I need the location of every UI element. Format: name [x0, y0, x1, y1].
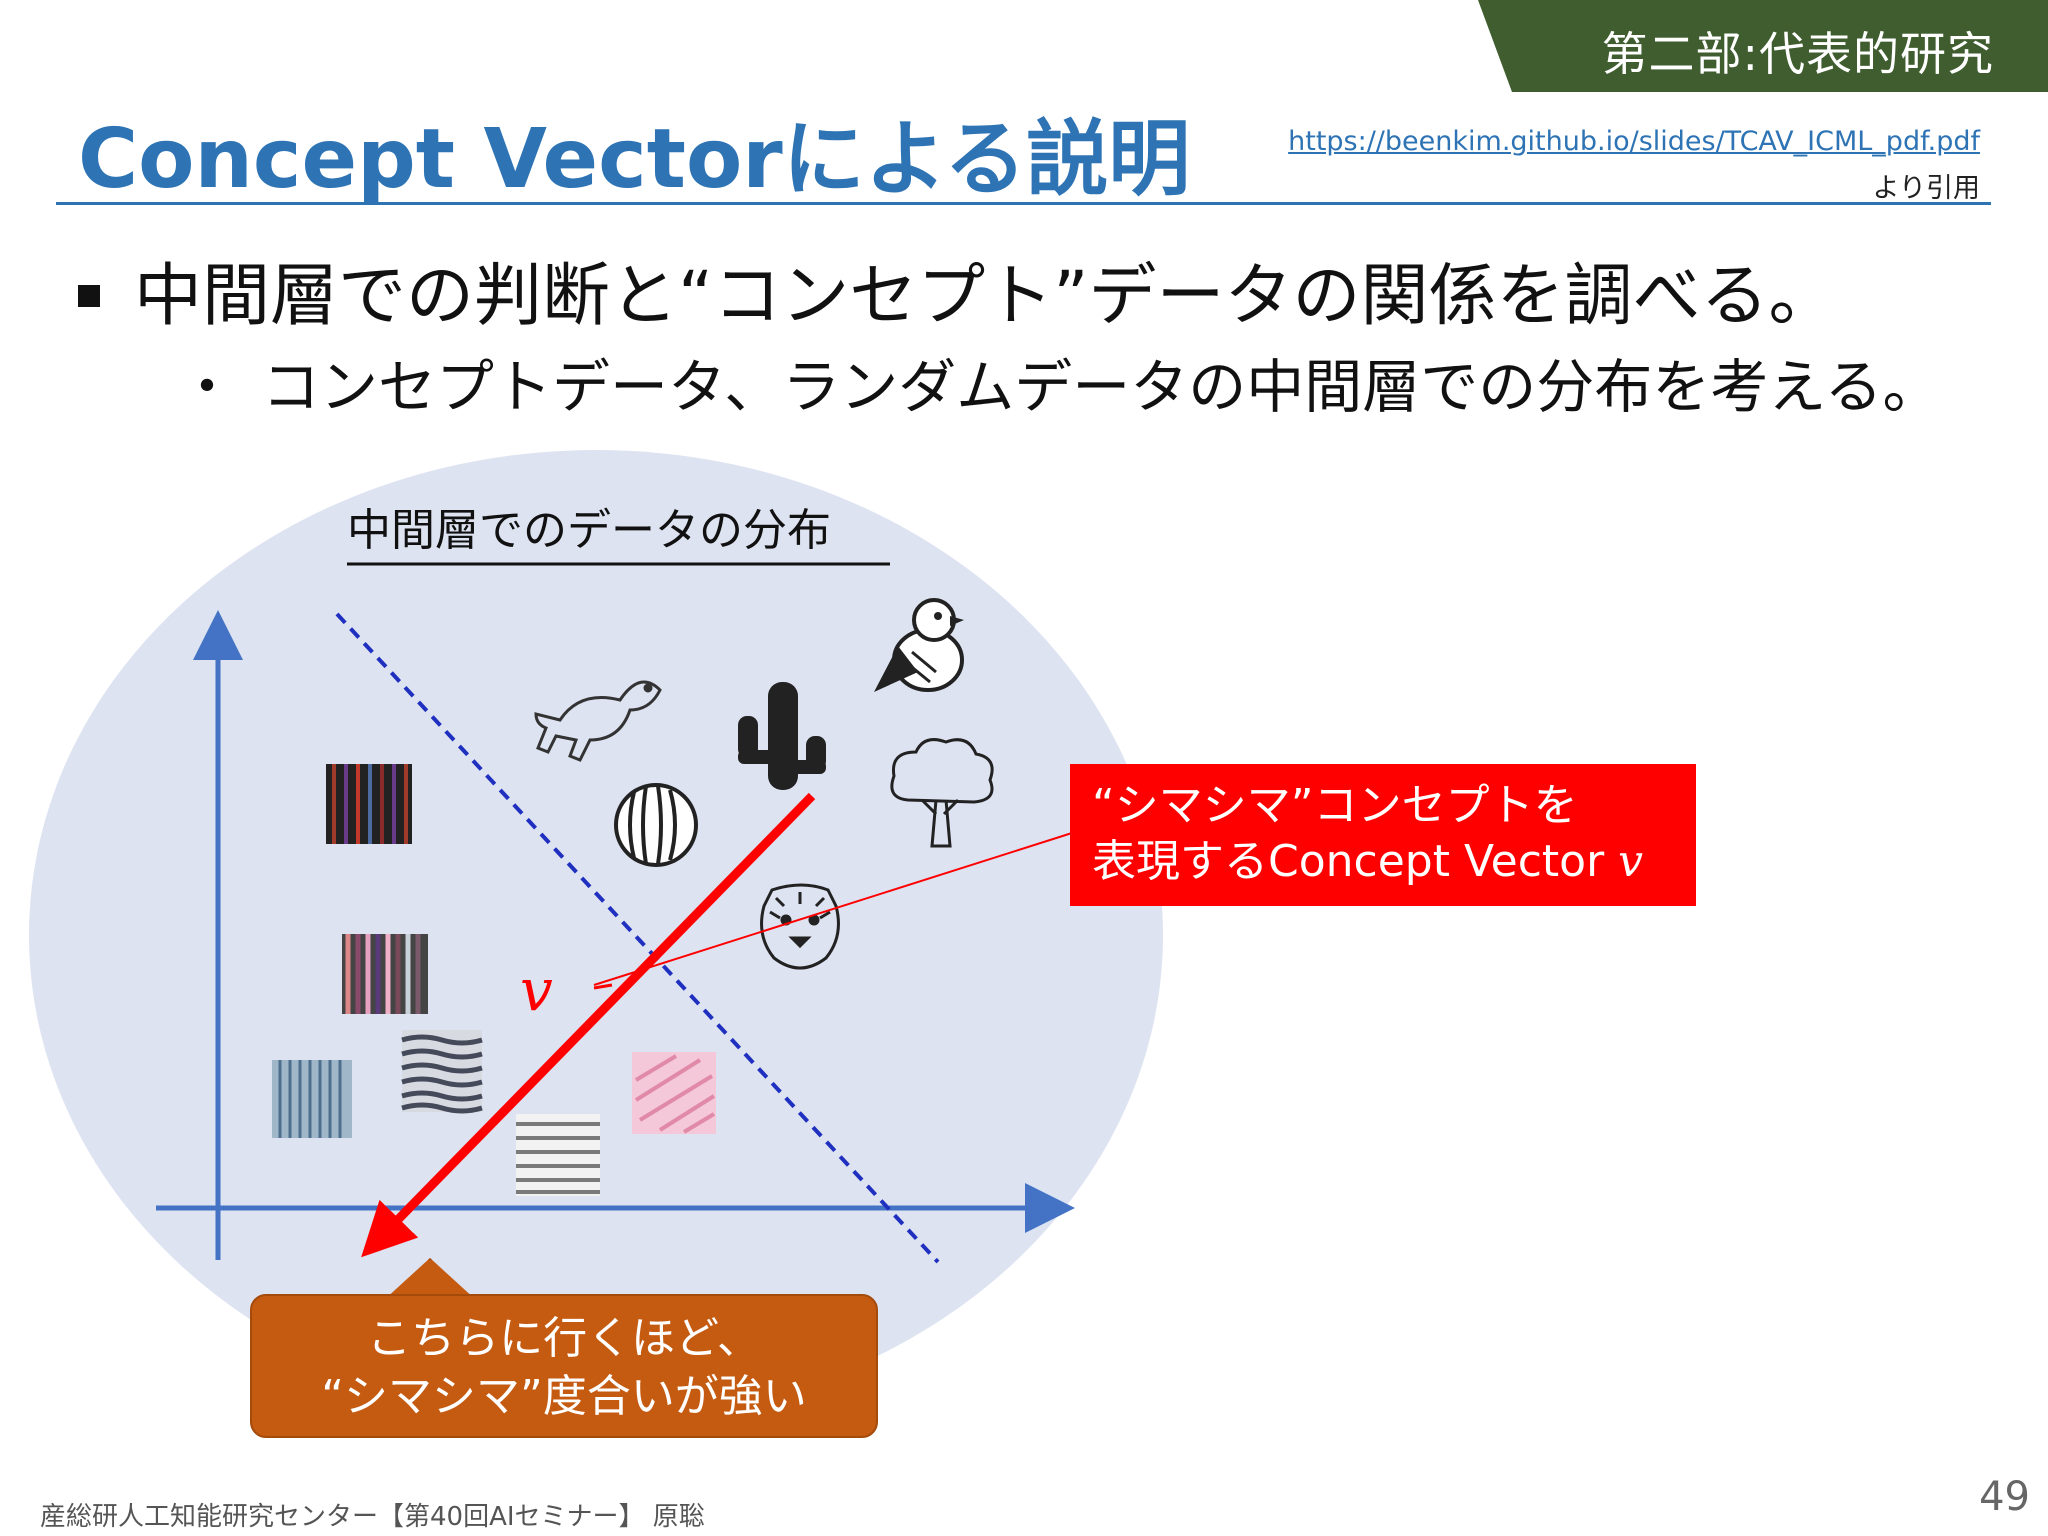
main-bullet-text: 中間層での判断と“コンセプト”データの関係を調べる。: [134, 257, 1837, 336]
direction-callout-line-2: “シマシマ”度合いが強い: [321, 1371, 807, 1422]
source-link[interactable]: https://beenkim.github.io/slides/TCAV_IC…: [1288, 126, 1980, 157]
watermelon-icon: [614, 783, 698, 867]
stripe-patch-dark-wavy: [401, 1030, 483, 1114]
stripe-patch-pink-diagonal: [632, 1052, 716, 1134]
callout-line-2: 表現するConcept Vector v: [1092, 834, 1696, 890]
sub-bullet-text: コンセプトデータ、ランダムデータの中間層での分布を考える。: [262, 353, 1941, 421]
section-tag-label: 第二部:代表的研究: [1601, 27, 1994, 81]
tree-icon: [890, 738, 994, 848]
callout-leader-line: [593, 832, 1073, 986]
direction-callout-line-1: こちらに行くほど、: [367, 1313, 761, 1364]
title-underline: [56, 202, 1991, 205]
cactus-icon: [738, 682, 826, 790]
distribution-figure: 中間層でのデータの分布: [0, 420, 1240, 1480]
main-bullet: 中間層での判断と“コンセプト”データの関係を調べる。: [78, 240, 1836, 339]
callout-line-1: “シマシマ”コンセプトを: [1092, 780, 1578, 831]
section-tag: 第二部:代表的研究: [1478, 0, 2048, 92]
direction-callout: こちらに行くほど、 “シマシマ”度合いが強い: [250, 1294, 878, 1438]
vector-label: v: [520, 956, 553, 1024]
stripe-patch-gray-horizontal: [516, 1114, 600, 1196]
sub-bullet: ・コンセプトデータ、ランダムデータの中間層での分布を考える。: [178, 340, 1941, 424]
figure-title: 中間層でのデータの分布: [347, 505, 831, 556]
stripe-patch-dark-vertical: [326, 764, 412, 844]
vector-label-tick: [593, 983, 613, 990]
page-number: 49: [1979, 1474, 2030, 1520]
dinosaur-icon: [534, 680, 662, 762]
concept-vector-arrow: [361, 792, 816, 1258]
footer-credit: 産総研人工知能研究センター【第40回AIセミナー】 原聡: [40, 1502, 705, 1532]
bird-icon: [874, 598, 964, 692]
callout-line-2-text: 表現するConcept Vector: [1092, 836, 1619, 887]
distribution-ellipse: [29, 450, 1163, 1420]
source-note: より引用: [1872, 173, 1980, 204]
decision-boundary: [335, 612, 940, 1264]
callout-vector-symbol: v: [1618, 836, 1644, 887]
square-bullet-icon: [78, 285, 100, 308]
concept-vector-callout: “シマシマ”コンセプトを 表現するConcept Vector v: [1070, 764, 1696, 906]
distribution-diagram: 中間層でのデータの分布: [29, 450, 1163, 1420]
stripe-patch-blue-vertical: [272, 1060, 352, 1138]
slide-title: Concept Vectorによる説明: [78, 112, 1191, 207]
tiger-icon: [760, 883, 840, 970]
stripe-patch-multicolor-vertical: [342, 934, 428, 1014]
dot-bullet-icon: ・: [178, 353, 237, 421]
